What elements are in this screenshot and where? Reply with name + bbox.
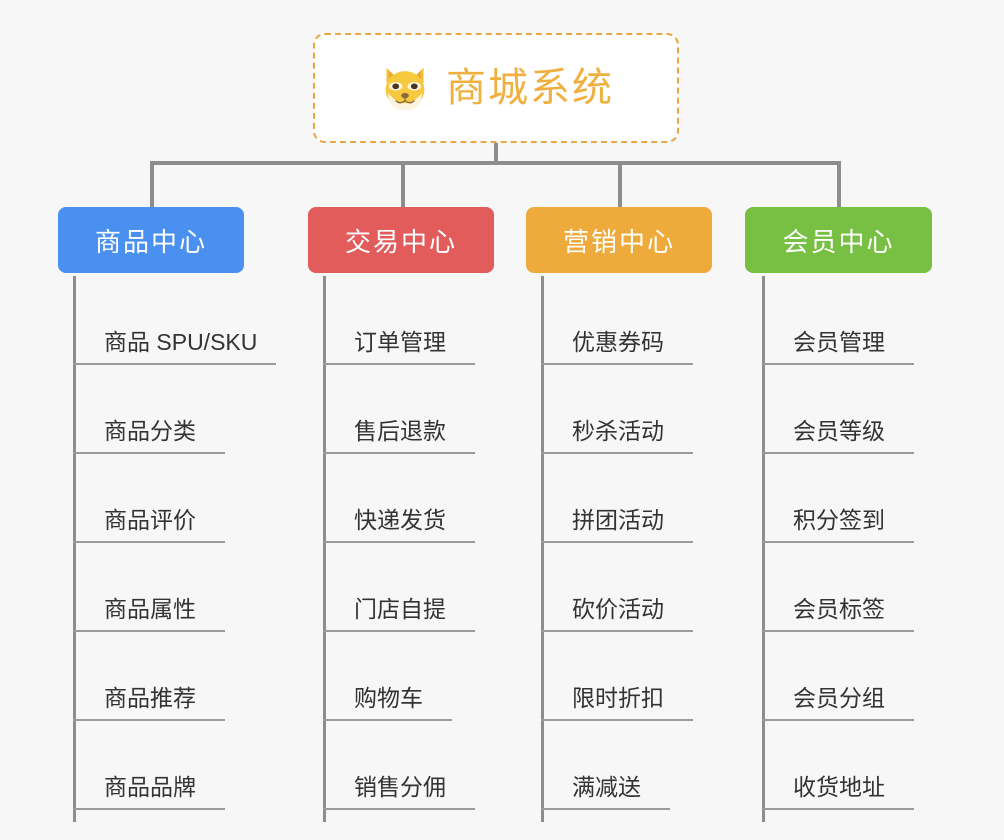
branch-header-4[interactable]: 会员中心 xyxy=(745,207,932,273)
leaf-item-label: 会员分组 xyxy=(793,685,885,711)
leaf-item-label: 快递发货 xyxy=(354,507,446,533)
root-title: 商城系统 xyxy=(446,66,614,110)
leaf-item-label: 门店自提 xyxy=(354,596,446,622)
leaf-item-label: 商品 SPU/SKU xyxy=(104,329,258,355)
leaf-item[interactable]: 商品属性 xyxy=(73,543,225,632)
leaf-item-label: 售后退款 xyxy=(354,418,446,444)
branch-spine xyxy=(323,276,326,822)
leaf-item-label: 收货地址 xyxy=(793,774,885,800)
branch-header-label: 交易中心 xyxy=(344,226,457,257)
branch-header-1[interactable]: 商品中心 xyxy=(58,207,244,273)
leaf-item-label: 拼团活动 xyxy=(572,507,664,533)
root-node[interactable]: 商城系统 xyxy=(313,33,679,143)
branch-header-label: 商品中心 xyxy=(94,226,207,257)
leaf-item-label: 优惠券码 xyxy=(572,329,664,355)
leaf-item-label: 销售分佣 xyxy=(354,774,446,800)
leaf-item[interactable]: 商品评价 xyxy=(73,454,225,543)
leaf-item[interactable]: 会员等级 xyxy=(762,365,914,454)
leaf-item-label: 商品品牌 xyxy=(104,774,196,800)
branch-spine xyxy=(762,276,765,822)
leaf-item-label: 砍价活动 xyxy=(572,596,664,622)
leaf-item[interactable]: 商品 SPU/SKU xyxy=(73,276,276,365)
branch-header-3[interactable]: 营销中心 xyxy=(526,207,712,273)
connector-horizontal-bus xyxy=(150,161,840,165)
leaf-item[interactable]: 商品品牌 xyxy=(73,721,225,810)
leaf-item[interactable]: 满减送 xyxy=(541,721,670,810)
leaf-item-label: 订单管理 xyxy=(354,329,446,355)
connector-root-stem xyxy=(494,143,498,165)
leaf-item-label: 会员标签 xyxy=(793,596,885,622)
leaf-item[interactable]: 商品分类 xyxy=(73,365,225,454)
leaf-item-label: 满减送 xyxy=(572,774,641,800)
leaf-item[interactable]: 销售分佣 xyxy=(323,721,475,810)
shiba-dog-face-icon xyxy=(385,67,425,110)
leaf-item[interactable]: 购物车 xyxy=(323,632,452,721)
connector-drop-3 xyxy=(618,161,622,208)
leaf-item[interactable]: 会员分组 xyxy=(762,632,914,721)
leaf-item[interactable]: 积分签到 xyxy=(762,454,914,543)
leaf-item[interactable]: 限时折扣 xyxy=(541,632,693,721)
leaf-item-label: 会员等级 xyxy=(793,418,885,444)
leaf-item-label: 商品评价 xyxy=(104,507,196,533)
leaf-item[interactable]: 秒杀活动 xyxy=(541,365,693,454)
connector-drop-2 xyxy=(401,161,405,208)
leaf-item[interactable]: 拼团活动 xyxy=(541,454,693,543)
connector-drop-4 xyxy=(837,161,841,208)
branch-header-label: 营销中心 xyxy=(562,226,675,257)
leaf-item[interactable]: 会员标签 xyxy=(762,543,914,632)
leaf-item[interactable]: 砍价活动 xyxy=(541,543,693,632)
leaf-item-label: 商品属性 xyxy=(104,596,196,622)
leaf-item-label: 商品分类 xyxy=(104,418,196,444)
branch-header-label: 会员中心 xyxy=(782,226,895,257)
leaf-item-label: 购物车 xyxy=(354,685,423,711)
leaf-item[interactable]: 收货地址 xyxy=(762,721,914,810)
leaf-item[interactable]: 售后退款 xyxy=(323,365,475,454)
leaf-item[interactable]: 商品推荐 xyxy=(73,632,225,721)
leaf-item-label: 商品推荐 xyxy=(104,685,196,711)
leaf-item-label: 积分签到 xyxy=(793,507,885,533)
connector-drop-1 xyxy=(150,161,154,208)
leaf-item[interactable]: 订单管理 xyxy=(323,276,475,365)
leaf-item-label: 限时折扣 xyxy=(572,685,664,711)
leaf-item[interactable]: 门店自提 xyxy=(323,543,475,632)
branch-header-2[interactable]: 交易中心 xyxy=(308,207,494,273)
branch-spine xyxy=(73,276,76,822)
leaf-item-label: 秒杀活动 xyxy=(572,418,664,444)
leaf-item-label: 会员管理 xyxy=(793,329,885,355)
leaf-item[interactable]: 快递发货 xyxy=(323,454,475,543)
leaf-item[interactable]: 会员管理 xyxy=(762,276,914,365)
leaf-item[interactable]: 优惠券码 xyxy=(541,276,693,365)
branch-spine xyxy=(541,276,544,822)
